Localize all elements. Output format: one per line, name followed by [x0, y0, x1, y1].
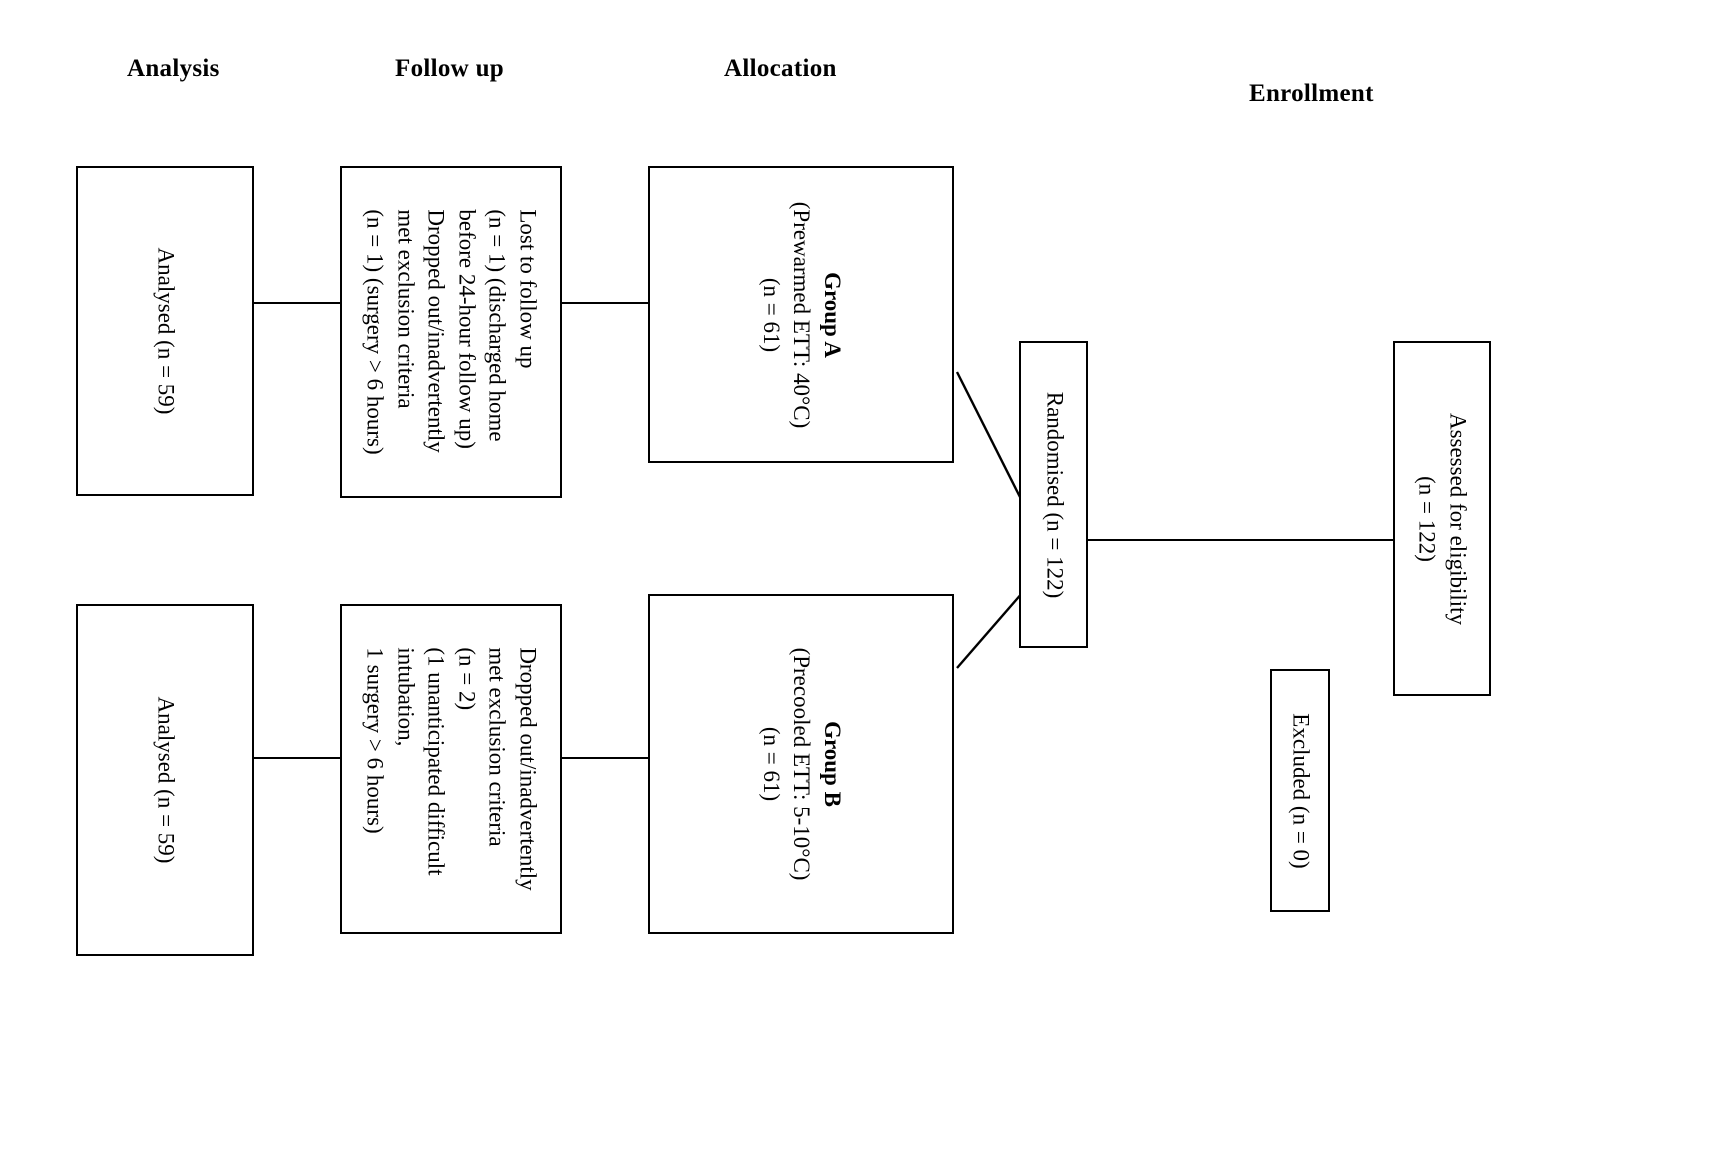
analysed-b-line-1: Analysed (n = 59)	[153, 696, 179, 864]
box-excluded: Excluded (n = 0)	[1270, 669, 1330, 912]
box-followup-a: Lost to follow up (n = 1) (discharged ho…	[340, 166, 562, 498]
box-group-a-text: Group A (Prewarmed ETT: 40°C) (n = 61)	[755, 201, 847, 428]
box-analysed-a-text: Analysed (n = 59)	[150, 248, 181, 415]
stage-header-enrollment: Enrollment	[1249, 80, 1374, 107]
box-analysed-b: Analysed (n = 59)	[76, 604, 254, 956]
box-group-b: Group B (Precooled ETT: 5-10°C) (n = 61)	[648, 594, 954, 934]
excluded-line-1: Excluded (n = 0)	[1288, 712, 1314, 869]
connector-group-b-to-followup-b	[562, 757, 650, 759]
box-excluded-text: Excluded (n = 0)	[1285, 713, 1316, 868]
analysed-a-line-1: Analysed (n = 59)	[153, 247, 179, 415]
connector-group-a-to-followup-a	[562, 302, 650, 304]
box-group-b-text: Group B (Precooled ETT: 5-10°C) (n = 61)	[755, 648, 847, 881]
group-a-line-1: Group A	[819, 271, 845, 358]
box-randomised-text: Randomised (n = 122)	[1038, 391, 1069, 598]
followup-a-line-4: Dropped out/inadvertently	[424, 209, 449, 453]
group-a-line-3: (n = 61)	[758, 277, 784, 352]
connector-randomised-to-group-b	[956, 591, 1024, 669]
assessed-line-2: (n = 122)	[1415, 475, 1440, 562]
box-followup-b-text: Dropped out/inadvertently met exclusion …	[359, 647, 542, 890]
connector-randomised-to-group-a	[955, 371, 1025, 504]
connector-followup-a-to-analysed-a	[252, 302, 340, 304]
box-assessed-text: Assessed for eligibility (n = 122)	[1411, 412, 1472, 624]
connector-followup-b-to-analysed-b	[252, 757, 340, 759]
group-b-line-2: (Precooled ETT: 5-10°C)	[789, 647, 815, 881]
stage-header-allocation: Allocation	[724, 55, 837, 82]
assessed-line-1: Assessed for eligibility	[1445, 412, 1471, 625]
box-analysed-a: Analysed (n = 59)	[76, 166, 254, 496]
followup-b-line-2: met exclusion criteria	[485, 647, 511, 847]
box-followup-b: Dropped out/inadvertently met exclusion …	[340, 604, 562, 934]
group-a-line-2: (Prewarmed ETT: 40°C)	[789, 201, 815, 428]
followup-b-line-3: (n = 2)	[454, 647, 480, 711]
group-b-line-1: Group B	[819, 721, 845, 807]
stage-header-follow-up: Follow up	[395, 55, 504, 82]
followup-b-line-1: Dropped out/inadvertently	[515, 647, 541, 891]
followup-a-line-3: before 24-hour follow up)	[454, 209, 480, 449]
followup-b-line-5: intubation,	[393, 647, 419, 747]
stage-header-analysis: Analysis	[127, 55, 220, 82]
followup-a-line-1: Lost to follow up	[515, 209, 541, 369]
box-group-a: Group A (Prewarmed ETT: 40°C) (n = 61)	[648, 166, 954, 463]
followup-b-line-6: 1 surgery > 6 hours)	[362, 647, 388, 834]
box-assessed-for-eligibility: Assessed for eligibility (n = 122)	[1393, 341, 1491, 696]
followup-a-line-6: (n = 1) (surgery > 6 hours)	[362, 209, 388, 455]
box-analysed-b-text: Analysed (n = 59)	[150, 697, 181, 864]
followup-b-line-4: (1 unanticipated difficult	[424, 647, 449, 876]
connector-assessed-to-randomised	[1088, 539, 1395, 541]
box-randomised: Randomised (n = 122)	[1019, 341, 1088, 648]
box-followup-a-text: Lost to follow up (n = 1) (discharged ho…	[359, 209, 542, 454]
randomised-line-1: Randomised (n = 122)	[1041, 391, 1067, 598]
followup-a-line-2: (n = 1) (discharged home	[485, 209, 511, 442]
group-b-line-3: (n = 61)	[758, 726, 784, 802]
followup-a-line-5: met exclusion criteria	[393, 209, 419, 409]
